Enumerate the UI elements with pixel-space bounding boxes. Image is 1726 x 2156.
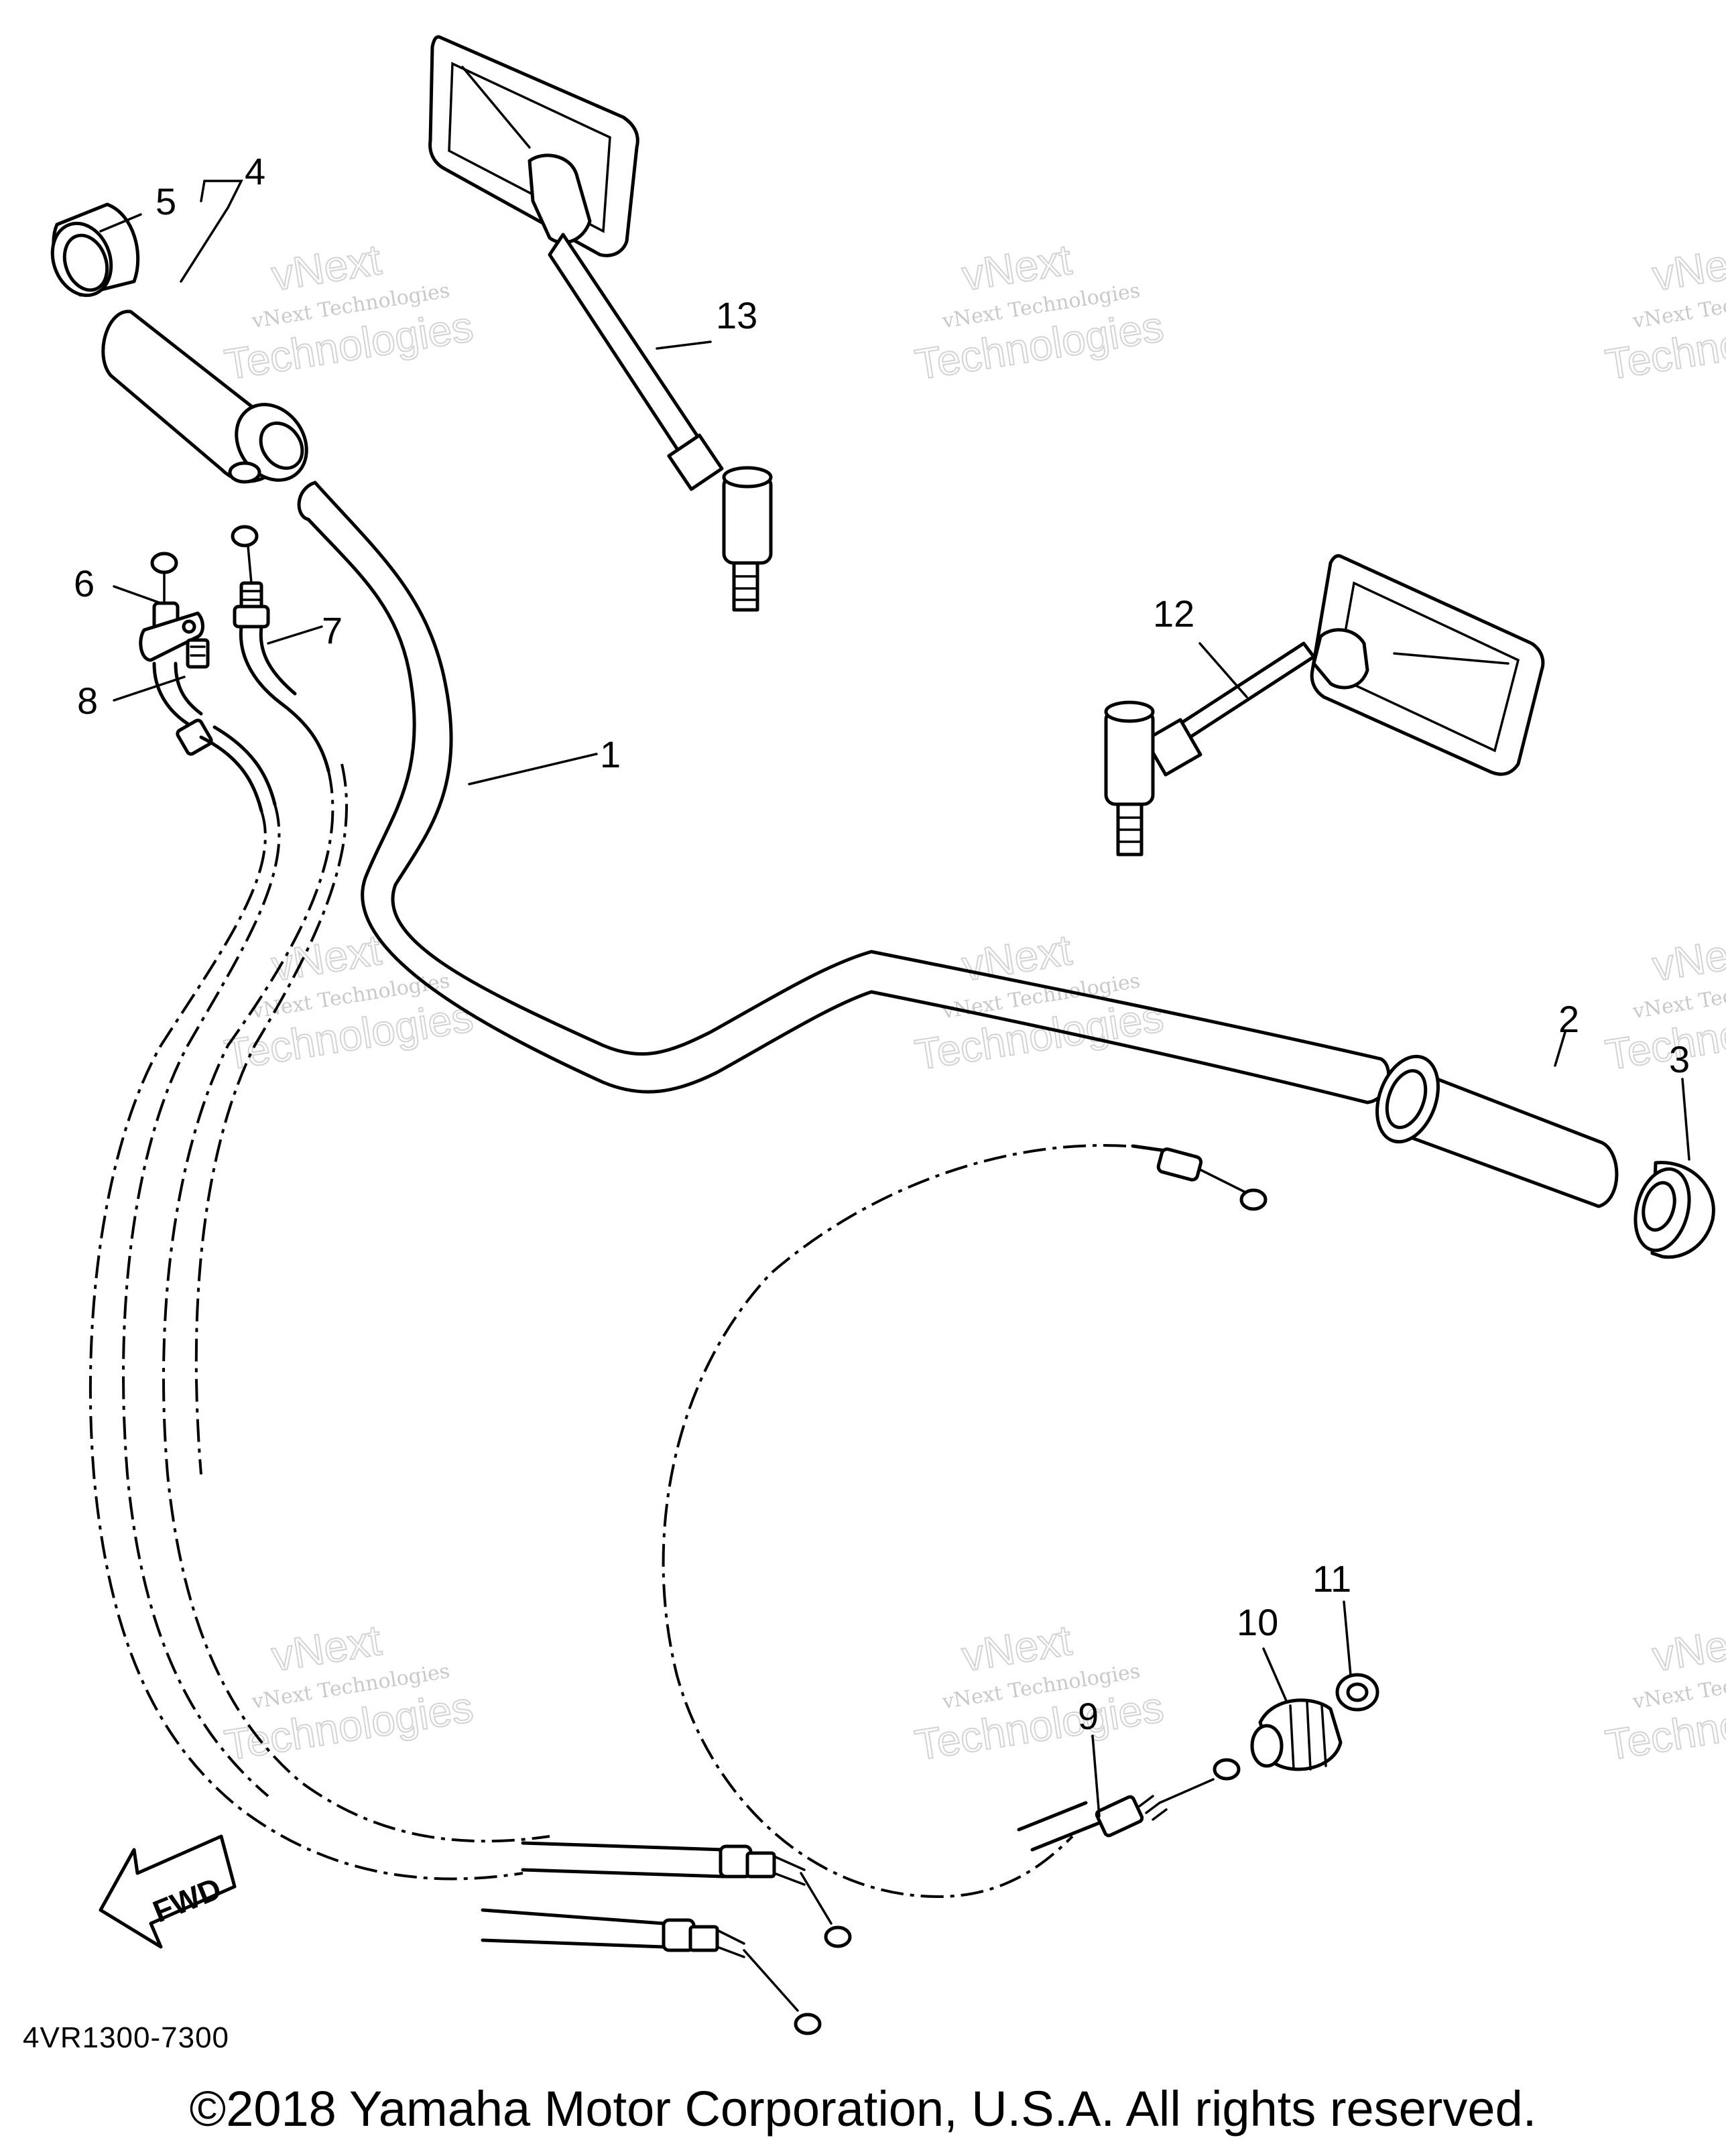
callout-6: 6 xyxy=(74,562,95,605)
watermark: vNext vNext Technologies Technologies xyxy=(911,925,1167,1080)
cable-lower-end-2 xyxy=(481,1908,822,2035)
handlebar xyxy=(297,481,1391,1104)
grip-cover xyxy=(50,202,140,298)
leader-lines xyxy=(99,180,1690,1818)
watermark-vnext: vNext xyxy=(268,235,384,300)
mirror-left xyxy=(1104,554,1545,857)
callout-9: 9 xyxy=(1078,1695,1099,1737)
watermark-vnext: vNext xyxy=(1649,1616,1726,1681)
left-grip xyxy=(1375,1054,1619,1208)
diagram-code: 4VR1300-7300 xyxy=(23,2021,230,2054)
watermark-vnext: vNext xyxy=(268,926,384,991)
watermarks: vNext vNext Technologies Technologies vN… xyxy=(221,235,1726,1770)
watermark-vnext: vNext xyxy=(959,235,1074,300)
callout-12: 12 xyxy=(1153,592,1194,635)
watermark: vNext vNext Technologies Technologies xyxy=(911,235,1167,389)
callout-8: 8 xyxy=(77,680,98,722)
watermark: vNext vNext Technologies Technologies xyxy=(1601,235,1726,389)
watermark: vNext vNext Technologies Technologies xyxy=(911,1615,1167,1770)
mirror-right xyxy=(428,35,773,612)
nut xyxy=(1335,1673,1379,1712)
callout-11: 11 xyxy=(1312,1558,1351,1600)
clutch-cable xyxy=(662,1144,1268,1899)
watermark: vNext vNext Technologies Technologies xyxy=(1601,1615,1726,1770)
cable-adjuster xyxy=(1250,1698,1343,1771)
fwd-arrow: FWD xyxy=(99,1834,237,1949)
bar-end xyxy=(1633,1161,1715,1259)
callout-1: 1 xyxy=(600,733,621,775)
watermark-vnext: vNext xyxy=(1649,926,1726,991)
watermark: vNext vNext Technologies Technologies xyxy=(221,235,477,389)
callout-3: 3 xyxy=(1669,1038,1690,1080)
watermark-vnext: vNext xyxy=(959,1616,1074,1681)
callout-7: 7 xyxy=(322,609,343,651)
callout-10: 10 xyxy=(1237,1601,1278,1643)
watermark-vnext: vNext xyxy=(1649,235,1726,300)
callout-5: 5 xyxy=(156,180,176,223)
throttle-cable-1-end xyxy=(231,525,330,773)
throttle-grip xyxy=(101,310,308,484)
callout-13: 13 xyxy=(716,294,757,336)
copyright-notice: ©2018 Yamaha Motor Corporation, U.S.A. A… xyxy=(189,2081,1537,2137)
throttle-cables xyxy=(88,763,550,1881)
watermark: vNext vNext Technologies Technologies xyxy=(221,1615,477,1770)
callout-2: 2 xyxy=(1558,998,1579,1040)
throttle-cable-2-end xyxy=(139,552,277,813)
callouts: 1 2 3 4 5 6 7 8 9 10 11 12 13 xyxy=(74,150,1690,1737)
watermark-vnext: vNext xyxy=(268,1616,384,1681)
callout-4: 4 xyxy=(245,150,265,192)
watermark: vNext vNext Technologies Technologies xyxy=(1601,925,1726,1080)
cable-lower-end-1 xyxy=(521,1841,852,1948)
